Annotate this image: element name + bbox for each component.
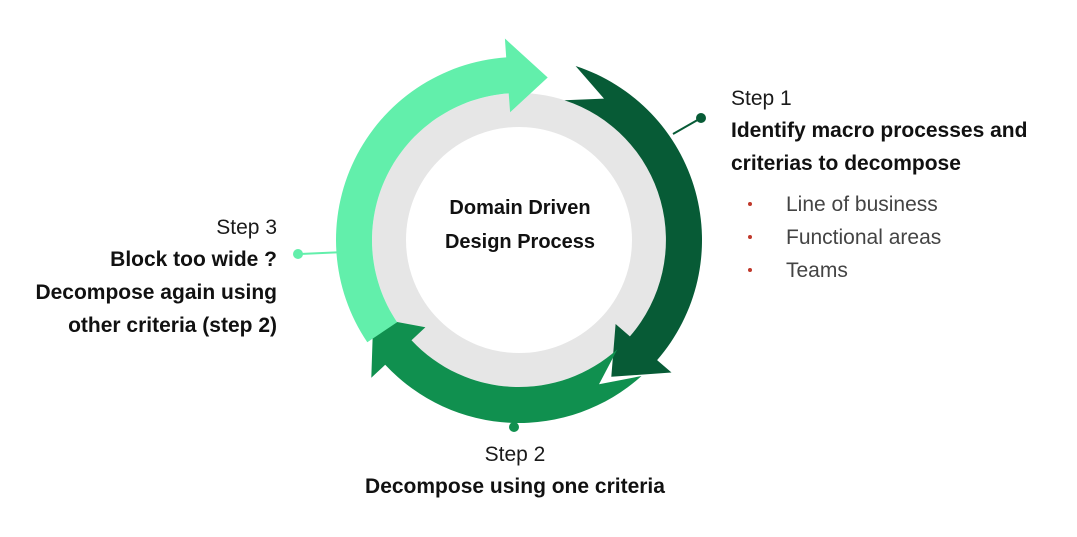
step3-connector-dot: [293, 249, 303, 259]
bullet-text: Functional areas: [786, 226, 942, 249]
center-title-line2: Design Process: [444, 231, 596, 253]
step1-block: Step 1 Identify macro processes and crit…: [731, 84, 1071, 287]
bullet-item: Functional areas: [731, 221, 1071, 254]
center-title: Domain Driven Design Process: [410, 191, 630, 259]
step3-title-line2: Decompose again using: [35, 281, 277, 304]
step3-connector: [299, 251, 346, 255]
step2-connector-dot: [509, 422, 519, 432]
cycle-arrow-step2: [371, 317, 642, 424]
center-title-line1: Domain Driven: [449, 197, 591, 219]
bullet-dot-icon: [748, 235, 752, 239]
step3-block: Step 3 Block too wide ? Decompose again …: [0, 213, 277, 342]
step1-label: Step 1: [731, 87, 792, 110]
bullet-dot-icon: [748, 268, 752, 272]
step2-title-line1: Decompose using one criteria: [365, 475, 665, 498]
bullet-item: Teams: [731, 254, 1071, 287]
bullet-text: Teams: [786, 259, 848, 282]
bullet-dot-icon: [748, 202, 752, 206]
step1-title-line1: Identify macro processes and: [731, 119, 1028, 142]
bullet-text: Line of business: [786, 193, 938, 216]
inner-ring: [372, 93, 666, 387]
step3-title-line1: Block too wide ?: [110, 248, 277, 271]
cycle-arrow-step3: [336, 38, 548, 343]
step3-title-line3: other criteria (step 2): [68, 314, 277, 337]
step1-connector: [672, 117, 702, 135]
step1-title-line2: criterias to decompose: [731, 152, 961, 175]
cycle-arrow-step1: [564, 66, 703, 377]
bullet-item: Line of business: [731, 188, 1071, 221]
step1-bullet-list: Line of business Functional areas Teams: [731, 188, 1071, 287]
step2-block: Step 2 Decompose using one criteria: [300, 440, 730, 503]
step1-connector-dot: [696, 113, 706, 123]
step3-label: Step 3: [216, 216, 277, 239]
step2-label: Step 2: [484, 443, 546, 466]
